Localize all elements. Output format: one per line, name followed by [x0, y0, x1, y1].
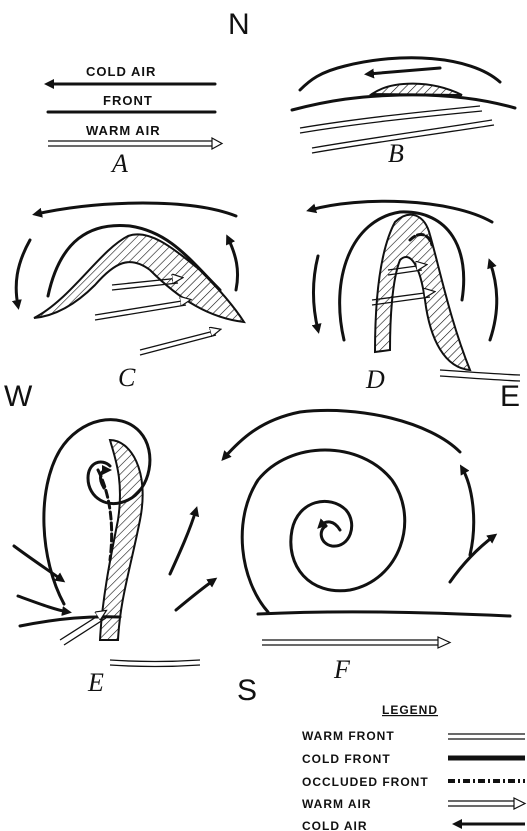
cold-flow-e-right-1	[170, 510, 196, 574]
panel-label-a: A	[110, 149, 128, 178]
cold-flow-f-bottom	[258, 612, 510, 616]
cold-flow-d-left	[314, 256, 319, 330]
legend: LEGEND WARM FRONT COLD FRONT OCCLUDED FR…	[302, 703, 525, 831]
cold-flow-e-left-1	[14, 546, 62, 580]
cold-flow-d-right	[490, 262, 497, 340]
front-line-b	[292, 95, 515, 110]
legend-warm-front-label: WARM FRONT	[302, 729, 395, 743]
panel-label-f: F	[333, 655, 351, 684]
occluded-front-e	[98, 470, 112, 560]
cold-spiral-f	[242, 450, 405, 612]
panel-a-warm-air-label: WARM AIR	[86, 123, 161, 138]
cold-flow-c-left	[16, 240, 30, 306]
cold-flow-e-right-2	[176, 580, 214, 610]
front-wave-c	[34, 234, 244, 322]
cold-arrow-b	[368, 68, 440, 74]
panel-label-e: E	[87, 668, 104, 697]
panel-a-cold-air-label: COLD AIR	[86, 64, 156, 79]
front-wave-b	[372, 84, 462, 95]
panel-label-c: C	[118, 363, 136, 392]
panel-e: E	[14, 420, 214, 697]
cold-flow-c-top	[36, 203, 236, 216]
panel-d: D	[310, 201, 520, 394]
compass-west: W	[4, 380, 33, 413]
cold-flow-f-right-1	[462, 468, 474, 555]
cold-flow-c-right	[228, 238, 238, 290]
compass-east: E	[500, 380, 520, 413]
warm-air-arrow	[48, 138, 222, 149]
panel-a: COLD AIR FRONT WARM AIR A	[48, 64, 222, 178]
legend-occluded-front-label: OCCLUDED FRONT	[302, 775, 429, 789]
warm-flow-f	[262, 637, 450, 648]
panel-label-b: B	[388, 139, 404, 168]
legend-cold-front-label: COLD FRONT	[302, 752, 391, 766]
panel-c: C	[16, 203, 244, 392]
legend-warm-front-symbol	[448, 734, 525, 739]
panel-f: F	[224, 410, 510, 684]
front-wave-d	[375, 215, 470, 370]
warm-flow-e	[60, 612, 200, 667]
compass-south: S	[237, 674, 257, 707]
legend-warm-air-symbol	[448, 798, 525, 809]
compass-north: N	[228, 8, 250, 41]
panel-label-d: D	[365, 365, 385, 394]
panel-b: B	[292, 58, 515, 168]
panel-a-front-label: FRONT	[103, 93, 153, 108]
legend-warm-air-label: WARM AIR	[302, 797, 372, 811]
legend-cold-air-label: COLD AIR	[302, 819, 368, 831]
legend-title: LEGEND	[382, 703, 438, 717]
